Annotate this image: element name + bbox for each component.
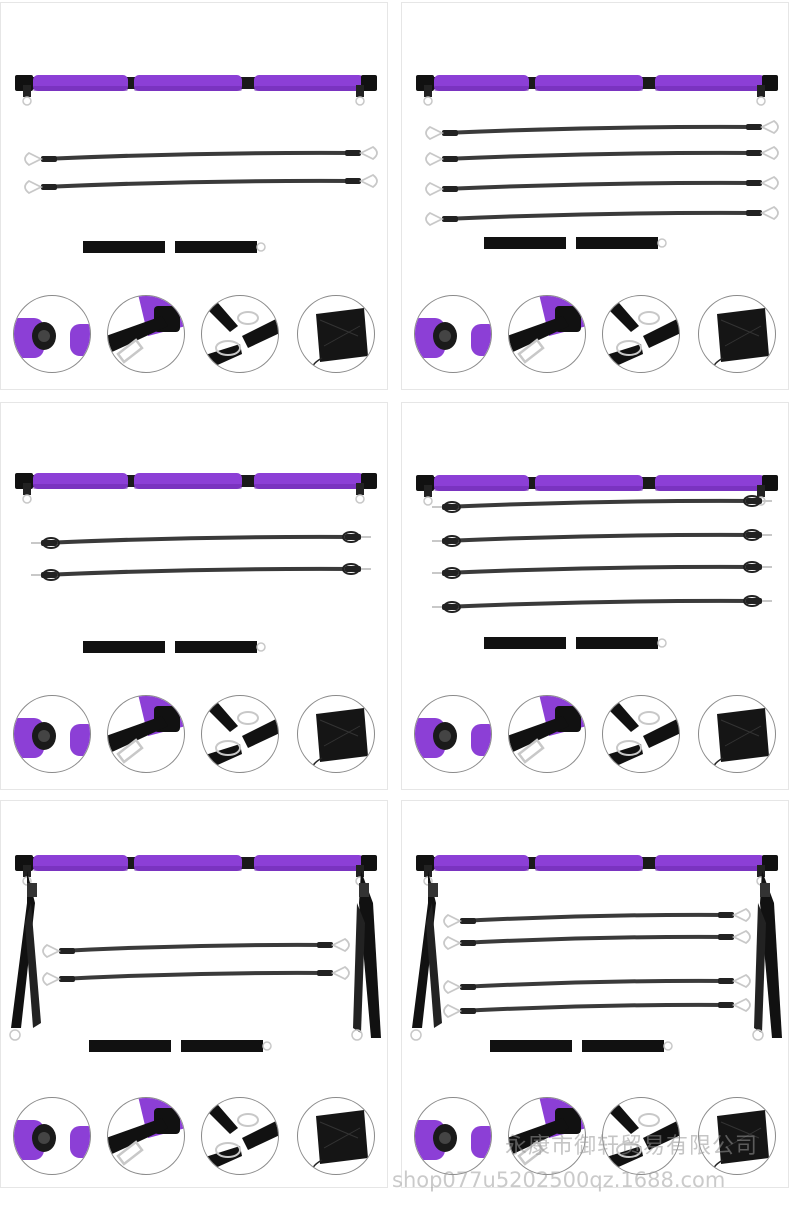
foot-strap [490, 1040, 572, 1052]
foot-strap [89, 1040, 171, 1052]
panel-2-bands-loop [0, 402, 388, 790]
storage-bag-detail [297, 1097, 375, 1175]
resistance-band [432, 595, 772, 613]
pilates-bar [416, 475, 778, 506]
resistance-band [24, 173, 378, 195]
threaded-end-detail [13, 695, 91, 773]
carabiner-detail [201, 695, 279, 773]
resistance-band [443, 997, 751, 1019]
foot-strap [83, 641, 165, 653]
carabiner-detail [201, 295, 279, 373]
watermark-company: 永康市御轩贸易有限公司 [505, 1134, 759, 1159]
pilates-bar [416, 75, 778, 106]
threaded-end-detail [414, 695, 492, 773]
foot-strap [582, 1040, 664, 1052]
resistance-band [425, 205, 779, 227]
panel-4-bands-straps [401, 800, 789, 1188]
panel-2-bands-straps [0, 800, 388, 1188]
resistance-band [425, 175, 779, 197]
resistance-band [432, 561, 772, 579]
pilates-bar [15, 75, 377, 106]
pilates-bar [15, 473, 377, 504]
foot-strap [484, 237, 566, 249]
resistance-band [31, 531, 371, 549]
foot-strap [83, 241, 165, 253]
bar-clip-detail [508, 1097, 586, 1175]
foot-strap [576, 237, 658, 249]
bar-clip-detail [508, 695, 586, 773]
storage-bag-detail [297, 295, 375, 373]
resistance-band [425, 145, 779, 167]
foot-strap-pair [484, 637, 667, 649]
foot-strap [576, 637, 658, 649]
panel-4-bands [401, 2, 789, 390]
storage-bag-detail [297, 695, 375, 773]
door-strap [410, 871, 782, 1041]
resistance-band [31, 563, 371, 581]
resistance-band [443, 973, 751, 995]
threaded-end-detail [414, 295, 492, 373]
resistance-band [42, 965, 350, 987]
panel-4-bands-loop [401, 402, 789, 790]
threaded-end-detail [414, 1097, 492, 1175]
foot-strap [484, 637, 566, 649]
threaded-end-detail [13, 295, 91, 373]
foot-strap [181, 1040, 263, 1052]
carabiner-detail [602, 695, 680, 773]
foot-strap [175, 641, 257, 653]
foot-strap-pair [490, 1040, 673, 1052]
watermark-url: shop077u5202500qz.1688.com [392, 1168, 726, 1192]
door-strap [9, 871, 381, 1041]
foot-strap-pair [89, 1040, 272, 1052]
threaded-end-detail [13, 1097, 91, 1175]
resistance-band [432, 495, 772, 513]
pilates-bar [416, 855, 778, 886]
storage-bag-detail [698, 1097, 776, 1175]
panel-2-bands [0, 2, 388, 390]
storage-bag-detail [698, 695, 776, 773]
resistance-band [432, 529, 772, 547]
foot-strap [175, 241, 257, 253]
bar-clip-detail [107, 1097, 185, 1175]
foot-strap-pair [83, 641, 266, 653]
bar-clip-detail [107, 695, 185, 773]
pilates-bar [15, 855, 377, 886]
bar-clip-detail [508, 295, 586, 373]
resistance-band [24, 145, 378, 167]
resistance-band [443, 907, 751, 929]
foot-strap-pair [484, 237, 667, 249]
resistance-band [443, 929, 751, 951]
resistance-band [425, 119, 779, 141]
storage-bag-detail [698, 295, 776, 373]
carabiner-detail [602, 295, 680, 373]
resistance-band [42, 937, 350, 959]
bar-clip-detail [107, 295, 185, 373]
carabiner-detail [201, 1097, 279, 1175]
foot-strap-pair [83, 241, 266, 253]
